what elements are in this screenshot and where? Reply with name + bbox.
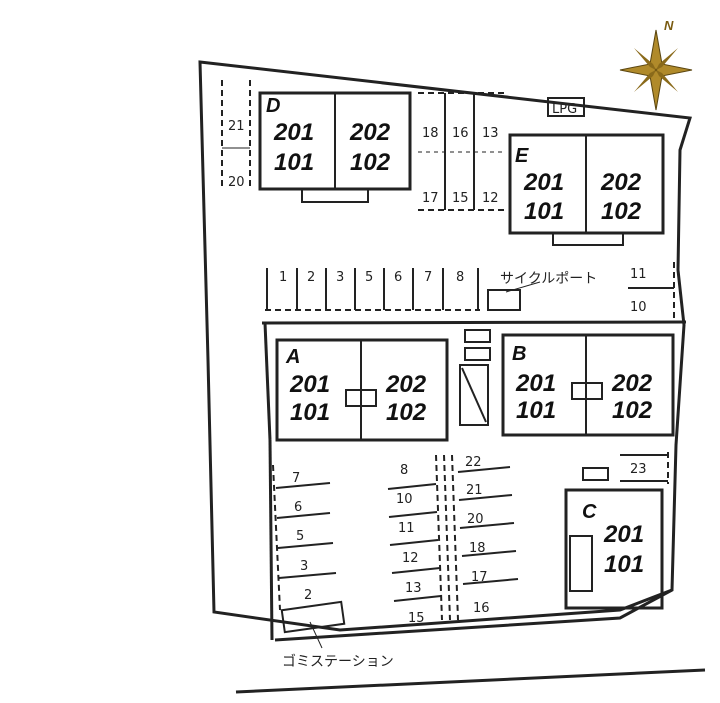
divider-line [261,320,687,325]
parking-space-11: 11 [630,267,647,282]
building-e-name: E [515,145,529,167]
parking-space-13: 13 [482,126,499,141]
parking-space-20: 20 [228,175,245,190]
water-tank-box [459,364,489,426]
building-a: A 201 202 101 102 [275,338,449,442]
building-b-name: B [512,343,526,365]
parking-space-7: 7 [292,471,300,486]
parking-right-middle: 11 10 [628,262,675,318]
parking-center-block: 8 10 11 12 13 15 22 21 20 18 17 16 [387,454,519,626]
parking-space-8: 8 [400,463,408,478]
building-d-name: D [266,95,280,117]
building-c-name: C [582,501,597,523]
parking-space-10: 10 [396,492,413,507]
parking-space-2: 2 [307,270,315,285]
parking-space-1: 1 [279,270,287,285]
building-c: C 201 101 [564,488,664,610]
parking-row-middle: 1 2 3 5 6 7 8 [265,268,480,311]
parking-space-18: 18 [469,541,486,556]
room-a-101: 101 [290,399,330,426]
room-d-202: 202 [349,119,391,146]
lpg-label: LPG [552,102,577,117]
parking-space-12: 12 [402,551,419,566]
room-e-201: 201 [523,169,564,196]
parking-space-16: 16 [473,601,490,616]
room-d-102: 102 [350,149,391,176]
room-e-101: 101 [524,198,564,225]
room-e-202: 202 [600,169,642,196]
parking-space-6: 6 [394,270,402,285]
garbage-station-box [280,600,346,634]
room-c-201: 201 [603,521,644,548]
room-b-102: 102 [612,397,653,424]
parking-space-2: 2 [304,588,312,603]
parking-space-13: 13 [405,581,422,596]
parking-space-21: 21 [466,483,483,498]
parking-space-5: 5 [296,529,304,544]
parking-space-10: 10 [630,300,647,315]
room-a-201: 201 [289,371,330,398]
parking-space-18: 18 [422,126,439,141]
room-c-101: 101 [604,551,644,578]
room-a-102: 102 [386,399,427,426]
parking-space-16: 16 [452,126,469,141]
room-e-102: 102 [601,198,642,225]
compass-north-label: N [664,18,674,33]
parking-space-15: 15 [408,611,425,626]
parking-space-8: 8 [456,270,464,285]
site-boundary [198,60,692,632]
room-a-202: 202 [385,371,427,398]
building-a-name: A [285,346,300,368]
meter-box [582,467,609,481]
parking-space-6: 6 [294,500,302,515]
parking-space-3: 3 [300,559,308,574]
cycle-port-box [487,289,521,311]
lpg-box [547,97,585,117]
room-d-201: 201 [273,119,314,146]
parking-space-23: 23 [630,462,647,477]
cycle-port-pointer [505,281,541,293]
cycle-port-label: サイクルポート [500,271,597,287]
parking-space-21: 21 [228,119,245,134]
building-b: B 201 202 101 102 [501,333,675,437]
garbage-station-pointer [309,621,323,649]
building-d: D 201 202 101 102 [258,91,412,203]
parking-top-middle: 18 16 13 17 15 12 [418,92,505,211]
parking-right-single: 23 [620,452,669,484]
room-b-201: 201 [515,370,556,397]
divider-left [263,322,272,441]
parking-space-11: 11 [398,521,415,536]
room-d-101: 101 [274,149,314,176]
parking-space-3: 3 [336,270,344,285]
parking-space-17: 17 [471,570,488,585]
parking-space-20: 20 [467,512,484,527]
room-b-101: 101 [516,397,556,424]
parking-left-top: 21 20 [221,80,251,190]
parking-left-column: 7 6 5 3 2 [272,464,337,611]
building-e: E 201 202 101 102 [508,133,665,246]
lower-boundary [268,439,274,641]
parking-space-22: 22 [465,455,482,470]
compass-rose-icon [619,29,693,111]
parking-space-15: 15 [452,191,469,206]
parking-space-7: 7 [424,270,432,285]
meter-box [464,329,491,343]
garbage-station-label: ゴミステーション [282,653,394,670]
meter-box [464,347,491,361]
room-b-202: 202 [611,370,653,397]
parking-space-12: 12 [482,191,499,206]
parking-space-17: 17 [422,191,439,206]
parking-space-5: 5 [365,270,373,285]
road-edge [274,588,673,642]
road-line [235,668,706,694]
